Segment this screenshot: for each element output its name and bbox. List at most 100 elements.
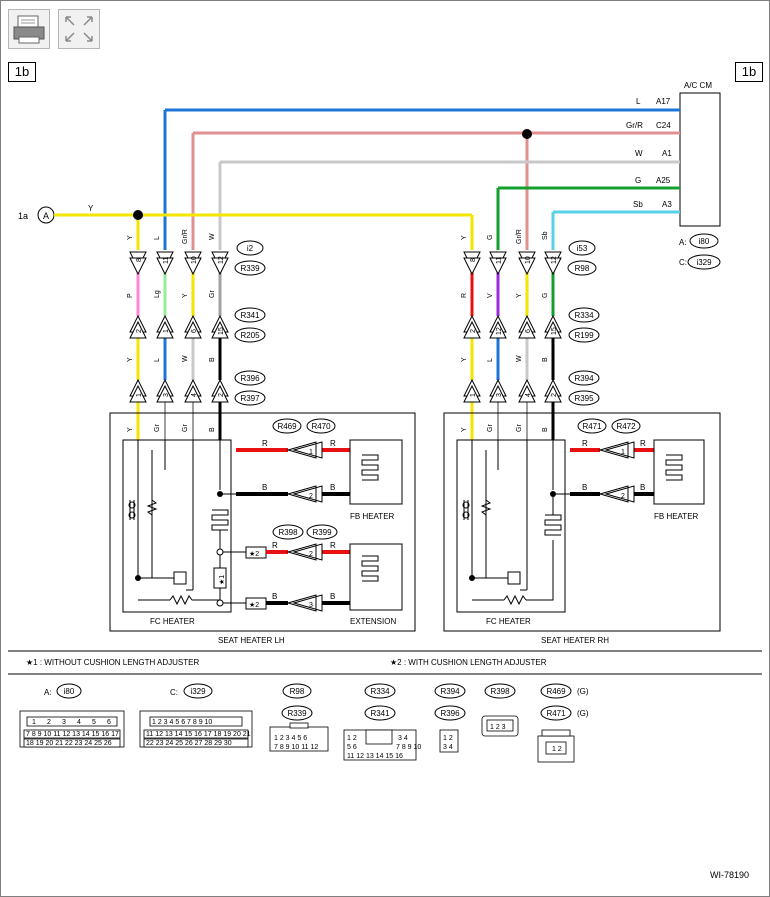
conn-id[interactable]: R472: [616, 422, 636, 431]
pin-label: 15: [551, 327, 558, 335]
acm-pin: A1: [662, 149, 672, 158]
expand-button[interactable]: [58, 9, 100, 49]
expand-arrows-icon: [65, 16, 93, 42]
acm-wire: Gr/R: [626, 121, 643, 130]
conn-id[interactable]: R339: [240, 264, 260, 273]
pin-label: 10: [191, 256, 198, 264]
wire-label: W: [516, 355, 523, 362]
conn-id[interactable]: i2: [247, 244, 254, 253]
svg-text:1 2 3: 1 2 3: [490, 724, 506, 731]
svg-text:22 23 24 25 26 27 28 29 30: 22 23 24 25 26 27 28 29 30: [146, 740, 232, 747]
conn-id[interactable]: i53: [577, 244, 588, 253]
svg-text:18 19 20 21 22 23 24 25 26: 18 19 20 21 22 23 24 25 26: [26, 740, 112, 747]
wire-label: Gr: [209, 290, 216, 298]
pin-label: 1: [136, 393, 143, 397]
junction-ref: 1a: [18, 211, 28, 221]
acm-wire: G: [635, 176, 641, 185]
conn-id[interactable]: R334: [574, 311, 594, 320]
pin-label: 12: [218, 256, 225, 264]
svg-text:R469[interactable]: R469: [546, 687, 566, 696]
conn-id[interactable]: R471: [582, 422, 602, 431]
acm-conn-c[interactable]: i329: [696, 258, 712, 267]
lh-conn1-triangles: [129, 251, 229, 275]
pin-label: 4: [525, 393, 532, 397]
conn-id[interactable]: R398: [278, 528, 298, 537]
pin-label: 4: [191, 393, 198, 397]
svg-text:R341[interactable]: R341: [370, 709, 390, 718]
pin-label: 2: [551, 393, 558, 397]
wire-label: R: [272, 541, 278, 550]
svg-text:7 8 9 10: 7 8 9 10: [396, 744, 421, 751]
wire-label: Gr: [516, 424, 523, 432]
svg-text:R98[interactable]: R98: [290, 687, 305, 696]
wire-label: B: [209, 427, 216, 432]
connector-face-r394: [439, 729, 459, 753]
conn-id[interactable]: R395: [574, 394, 594, 403]
svg-text:i80[interactable]: i80: [64, 687, 75, 696]
connector-face-i329: [139, 710, 253, 748]
wire-label: B: [262, 483, 267, 492]
connector-face-r98: [269, 722, 329, 752]
svg-text:R334[interactable]: R334: [370, 687, 390, 696]
print-button[interactable]: [8, 9, 50, 49]
connector-legend: A: i80 C: i329 R98 R339 R334 R341 R394 R…: [44, 683, 589, 721]
wire-label: Sb: [542, 231, 549, 240]
conn-id[interactable]: R469: [277, 422, 297, 431]
conn-id[interactable]: R199: [574, 331, 594, 340]
svg-text:i329[interactable]: i329: [190, 687, 206, 696]
printer-icon: [13, 15, 45, 44]
svg-text:R394[interactable]: R394: [440, 687, 460, 696]
pin-label: 11: [496, 257, 503, 264]
lh-conn3-triangles: [129, 378, 229, 403]
wire-label: B: [582, 483, 587, 492]
page-ref-right[interactable]: 1b: [735, 62, 763, 82]
conn-id[interactable]: R205: [240, 331, 260, 340]
conn-id[interactable]: R397: [240, 394, 260, 403]
acm-box: [679, 92, 721, 227]
seat-heater-rh-box: [443, 412, 721, 632]
note-2: ★2 : WITH CUSHION LENGTH ADJUSTER: [390, 658, 547, 667]
acm-pin: C24: [656, 121, 671, 130]
svg-text:A:: A:: [44, 688, 52, 697]
pin-label: 8: [470, 258, 477, 262]
conn-id[interactable]: R341: [240, 311, 260, 320]
conn-id[interactable]: R396: [240, 374, 260, 383]
wire-label: B: [330, 592, 335, 601]
extension-lh-box: [349, 543, 403, 611]
svg-text:R398[interactable]: R398: [490, 687, 510, 696]
svg-text:7 8 9 10 11 12: 7 8 9 10 11 12: [274, 744, 318, 751]
note-marker: ★2: [249, 601, 259, 609]
conn-id[interactable]: R470: [311, 422, 331, 431]
wire-label: R: [461, 293, 468, 298]
seat-heater-rh-label: SEAT HEATER RH: [541, 636, 609, 645]
wire-label: Gr/R: [516, 229, 523, 244]
rh-connector-ids: i53 R98 R334 R199 R394 R395: [567, 240, 600, 406]
acm-conn-a[interactable]: i80: [699, 237, 710, 246]
junction-letter[interactable]: A: [43, 211, 49, 221]
wire-label: G: [487, 235, 494, 240]
svg-text:R396[interactable]: R396: [440, 709, 460, 718]
acm-title: A/C CM: [684, 81, 712, 90]
conn-id[interactable]: R98: [575, 264, 590, 273]
note-1: ★1 : WITHOUT CUSHION LENGTH ADJUSTER: [26, 658, 199, 667]
wire-label: Gr: [154, 424, 161, 432]
acm-wire: Sb: [633, 200, 643, 209]
wire-label: Y: [461, 235, 468, 240]
figure-id: WI-78190: [710, 870, 749, 880]
wire-label: Y: [182, 293, 189, 298]
splice-dot: [522, 129, 532, 139]
wire-label: Y: [127, 357, 134, 362]
pin-label: 1: [621, 449, 625, 456]
conn-id[interactable]: R394: [574, 374, 594, 383]
wire-label: B: [272, 592, 277, 601]
svg-text:3: 3: [62, 719, 66, 726]
svg-text:R471[interactable]: R471: [546, 709, 566, 718]
pin-label: 8: [136, 258, 143, 262]
conn-id[interactable]: R399: [312, 528, 332, 537]
svg-text:R339[interactable]: R339: [287, 709, 307, 718]
acm-pin: A25: [656, 176, 671, 185]
page-ref-left[interactable]: 1b: [8, 62, 36, 82]
seat-heater-lh-box: [109, 412, 416, 632]
svg-text:(G): (G): [577, 709, 589, 718]
